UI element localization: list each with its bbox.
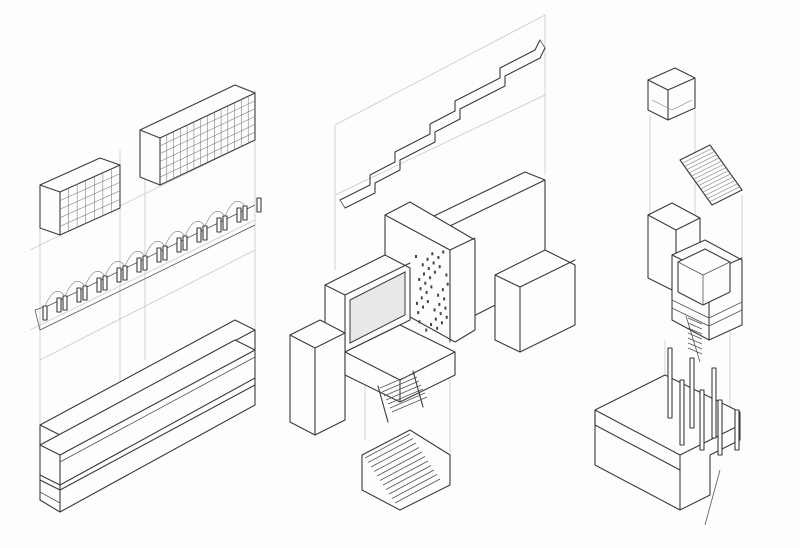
- center-axonometric-column: [289, 14, 576, 511]
- center-projection-guides: [334, 14, 546, 480]
- facade-panel-large: [139, 84, 256, 186]
- base-platform-with-columns: [594, 347, 741, 526]
- colonnade-arcade: [34, 197, 262, 331]
- long-wall-slab: [39, 319, 256, 513]
- stacked-volume: [647, 202, 743, 363]
- roof-cube: [647, 67, 696, 121]
- facade-panel-small: [39, 157, 121, 236]
- slatted-roof-panel: [679, 144, 743, 206]
- left-axonometric-column: [29, 84, 262, 513]
- building-assembly: [289, 171, 576, 436]
- right-axonometric-column: [594, 67, 743, 526]
- entrance-stair: [361, 429, 451, 511]
- zigzag-ramp: [339, 39, 546, 209]
